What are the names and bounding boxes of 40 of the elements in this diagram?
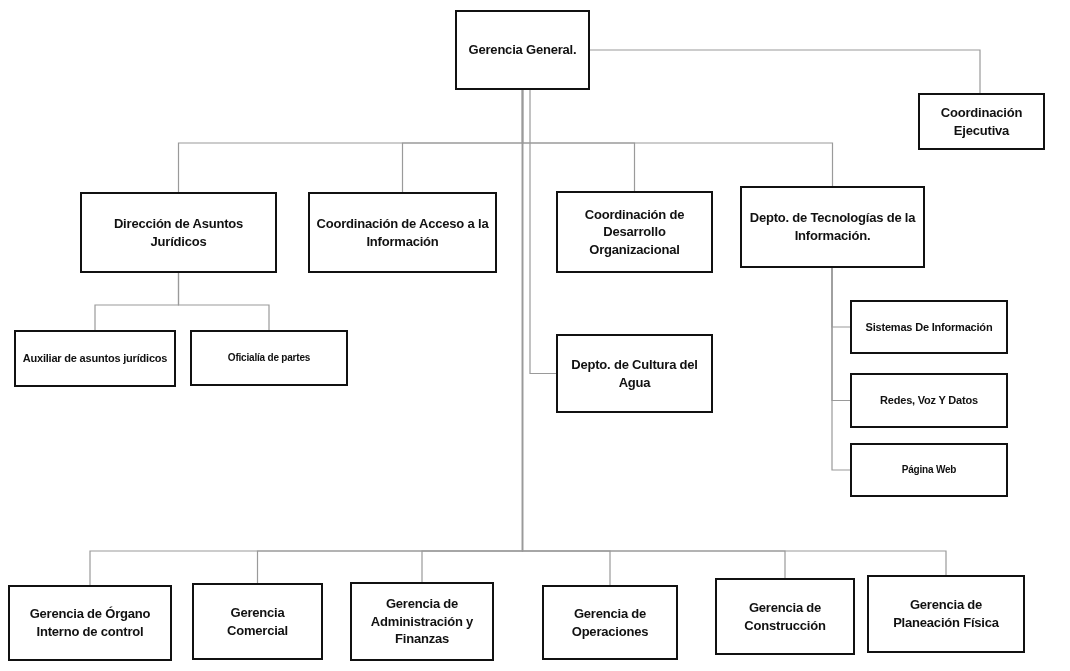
unit-name: Coordinación Ejecutiva [939,103,1024,140]
connector-line [529,89,557,375]
unit-name: Depto. de Cultura del Agua [570,355,699,392]
unit-name: Gerencia de Operaciones [570,604,650,641]
unit-name: Gerencia Comercial [225,603,290,640]
org-unit-box [715,578,855,655]
unit-name: Redes, Voz Y Datos [880,393,978,408]
unit-name: Gerencia General. [468,41,577,59]
unit-name: Coordinación de Acceso a la Información [316,214,489,251]
unit-name: Auxiliar de asuntos jurídicos [22,351,168,366]
org-unit-box [556,334,713,413]
unit-name: Coordinación de Desarrollo Organizacional [583,205,686,259]
connector-line [831,267,851,471]
unit-name: Dirección de Asuntos Jurídicos [112,214,245,251]
org-unit-box [455,10,590,90]
org-unit-box [192,583,323,660]
connector-line [589,49,981,94]
org-unit-box [308,192,497,273]
unit-name: Gerencia de Construcción [743,598,827,635]
unit-name: Gerencia de Órgano Interno de control [28,605,152,641]
org-unit-box [850,443,1008,497]
org-unit-box [740,186,925,268]
org-unit-box [850,373,1008,428]
unit-name: Depto. de Tecnologías de la Información. [748,209,917,245]
connector-line [177,272,270,331]
unit-name: Gerencia de Administración y Finanzas [369,595,475,648]
org-unit-box [8,585,172,661]
org-unit-box [542,585,678,660]
org-unit-box [850,300,1008,354]
org-unit-box [190,330,348,386]
unit-name: Gerencia de Planeación Física [892,596,1000,632]
org-unit-box [556,191,713,273]
org-unit-box [14,330,176,387]
unit-name: Página Web [901,463,957,477]
org-unit-box [918,93,1045,150]
org-unit-box [350,582,494,661]
unit-name: Oficialía de partes [227,351,311,365]
org-unit-box [80,192,277,273]
org-unit-box [867,575,1025,653]
unit-name: Sistemas De Información [865,319,993,335]
